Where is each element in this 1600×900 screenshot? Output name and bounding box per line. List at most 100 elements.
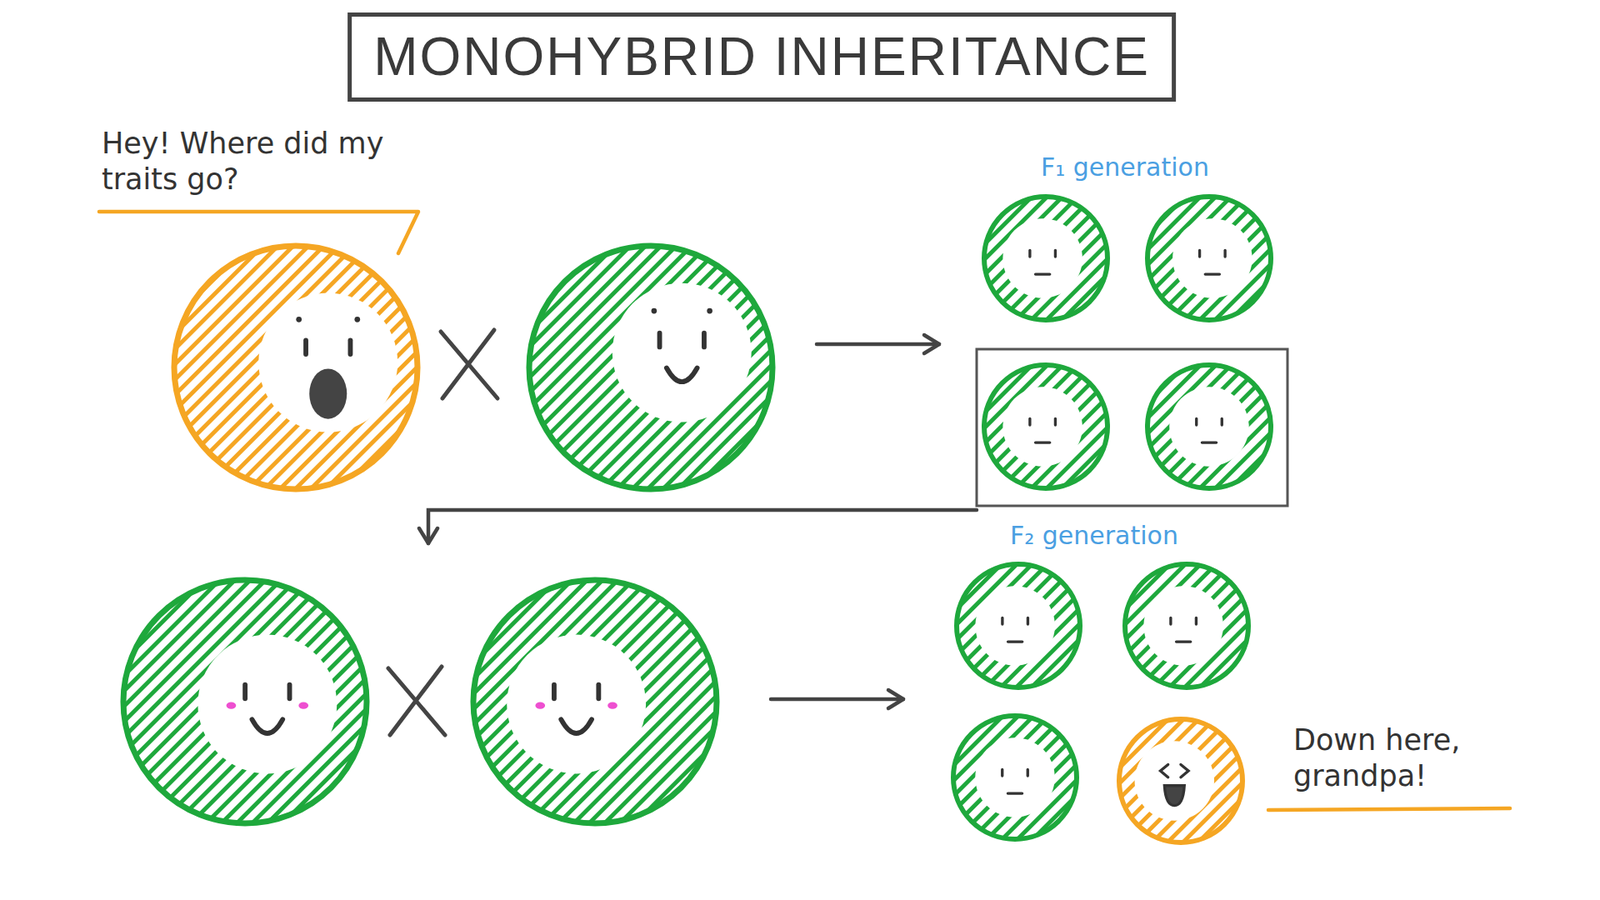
eye <box>1195 418 1198 425</box>
face <box>226 685 309 734</box>
face-patch <box>1143 585 1223 665</box>
eye <box>1026 617 1030 625</box>
face-patch <box>975 585 1055 665</box>
speech-callout-holder: Hey! Where did my traits go? <box>101 125 402 200</box>
squint-eye <box>1160 764 1168 777</box>
eye <box>701 333 707 348</box>
face <box>1196 418 1223 443</box>
organism-body <box>984 365 1108 489</box>
cross-stroke <box>442 330 495 399</box>
cross-symbol <box>440 330 498 399</box>
face-patch <box>1002 386 1082 466</box>
brow-dot <box>651 308 658 315</box>
organism <box>1125 564 1249 688</box>
organism-body <box>1147 196 1271 320</box>
mouth <box>1205 272 1220 275</box>
face-patch <box>1002 218 1082 298</box>
speech-callout: Down here, grandpa! <box>1293 722 1544 796</box>
arrow <box>816 342 940 347</box>
organism-body <box>174 245 418 490</box>
organism <box>473 580 717 824</box>
face <box>1030 250 1056 275</box>
face <box>295 316 360 420</box>
selection-box <box>976 349 1288 506</box>
generation-label: F₁ generation <box>1040 151 1210 184</box>
eye <box>1054 250 1057 257</box>
title-box: MONOHYBRID INHERITANCE <box>347 12 1176 102</box>
mouth <box>666 367 698 382</box>
face <box>1030 418 1056 443</box>
arrow <box>428 510 977 544</box>
organism-body <box>1119 719 1243 843</box>
organism <box>1147 196 1271 320</box>
mouth <box>1008 640 1023 643</box>
organism <box>1119 719 1243 843</box>
organism <box>174 245 418 490</box>
brow-dot <box>706 308 713 315</box>
organism-body <box>529 245 773 490</box>
face <box>651 308 713 382</box>
eye <box>1028 250 1031 257</box>
brow-dot <box>295 316 302 323</box>
face-patch <box>258 293 398 433</box>
callout-underline <box>99 211 419 254</box>
mouth <box>251 719 283 734</box>
face-patch <box>612 283 752 423</box>
organism <box>984 365 1108 489</box>
arrow <box>770 697 904 702</box>
face <box>1200 250 1226 275</box>
eye <box>348 340 354 355</box>
organism-body <box>1125 564 1249 688</box>
brow-dot <box>354 316 360 323</box>
organism <box>529 245 773 490</box>
mouth <box>1176 640 1191 643</box>
mouth <box>560 719 592 734</box>
face <box>1170 617 1197 642</box>
face-patch <box>1172 218 1252 298</box>
eye <box>551 685 557 700</box>
organism-body <box>473 580 717 824</box>
squint-eye <box>1180 764 1189 777</box>
eye <box>657 333 663 348</box>
eye <box>1169 617 1172 625</box>
eye <box>1000 617 1004 625</box>
organism-body <box>984 196 1108 320</box>
face <box>1160 764 1189 805</box>
cross-symbol <box>388 666 445 735</box>
title: MONOHYBRID INHERITANCE <box>373 25 1150 90</box>
generation-label: F₂ generation <box>1010 520 1179 552</box>
organism-body <box>953 715 1077 840</box>
face-patch <box>197 635 337 775</box>
generation-label-holder: F₂ generation <box>1010 520 1179 552</box>
eye <box>1220 418 1224 425</box>
face <box>1002 769 1029 794</box>
open-mouth <box>309 369 347 420</box>
organism <box>956 564 1080 688</box>
speech-callout-holder: Down here, grandpa! <box>1293 722 1544 796</box>
organism-body <box>956 564 1080 688</box>
speech-callout: Hey! Where did my traits go? <box>101 125 402 200</box>
eye <box>242 685 248 700</box>
eye <box>1198 250 1201 257</box>
organism <box>123 580 367 824</box>
eye <box>1223 250 1226 257</box>
cross-stroke <box>390 666 442 735</box>
mouth <box>1007 791 1022 795</box>
face-patch <box>506 635 646 775</box>
face-patch <box>975 737 1055 817</box>
eye <box>595 685 601 700</box>
mouth <box>1035 440 1050 444</box>
mouth <box>1201 440 1216 444</box>
face-patch <box>1135 740 1215 820</box>
eye <box>1000 769 1004 776</box>
blush <box>607 701 618 709</box>
eye <box>1054 418 1057 425</box>
face-patch <box>1169 386 1249 466</box>
organism <box>984 196 1108 320</box>
organisms <box>123 196 1271 843</box>
eye <box>287 685 293 700</box>
face <box>535 685 617 734</box>
face <box>1002 617 1029 642</box>
organism-body <box>123 580 367 824</box>
eye <box>1195 617 1198 625</box>
